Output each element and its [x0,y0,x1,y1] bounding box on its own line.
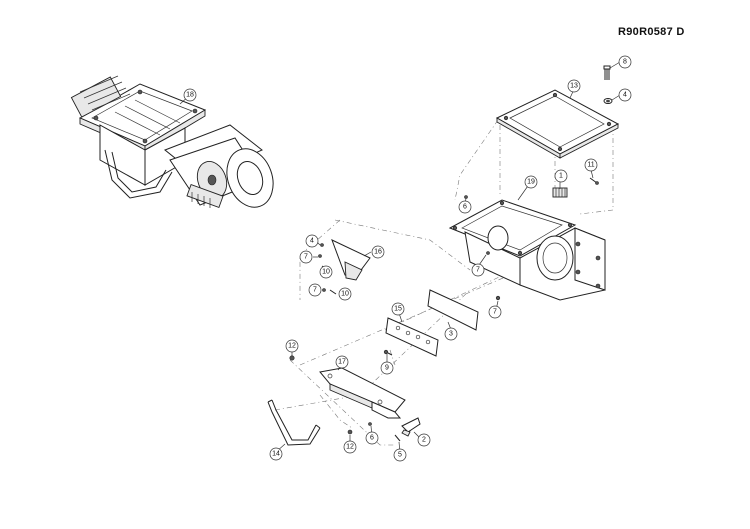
callout-6-b: 6 [365,431,379,445]
svg-text:7: 7 [476,267,480,274]
callout-11: 11 [584,158,598,172]
callout-7-b: 7 [308,283,322,297]
assembled-unit-view [70,75,274,209]
flange-plate-part [495,89,620,159]
svg-text:16: 16 [374,249,382,256]
callout-3: 3 [444,327,458,341]
callout-9: 9 [380,361,394,375]
svg-text:12: 12 [346,444,354,451]
bolt-part [603,65,613,104]
svg-text:17: 17 [338,359,346,366]
callout-4: 4 [618,88,632,102]
callout-6: 6 [458,200,472,214]
svg-text:12: 12 [288,343,296,350]
svg-text:18: 18 [186,92,194,99]
svg-text:2: 2 [422,437,426,444]
gasket-plate-part [427,289,479,331]
svg-text:14: 14 [272,451,280,458]
svg-text:10: 10 [322,269,330,276]
callout-10-a: 10 [319,265,333,279]
svg-text:13: 13 [570,83,578,90]
small-hardware [289,195,501,442]
callout-10-b: 10 [338,287,352,301]
svg-text:7: 7 [493,309,497,316]
svg-text:8: 8 [623,59,627,66]
hole-bar-part [385,317,439,357]
drawing-number: R90R0587 D [618,26,685,38]
svg-text:3: 3 [449,331,453,338]
svg-text:5: 5 [398,452,402,459]
svg-text:4: 4 [310,238,314,245]
callout-5: 5 [393,448,407,462]
callout-17: 17 [335,355,349,369]
callout-16: 16 [371,245,385,259]
svg-text:11: 11 [587,162,594,169]
callout-8: 8 [618,55,632,69]
svg-text:10: 10 [341,291,349,298]
svg-text:7: 7 [313,287,317,294]
cover-plate-part [331,239,371,281]
svg-text:6: 6 [370,435,374,442]
callout-7-a: 7 [299,250,313,264]
foot-bracket-part [267,399,321,446]
callout-19: 19 [524,175,538,189]
callout-12-b: 12 [343,440,357,454]
svg-text:6: 6 [463,204,467,211]
callout-4-left: 4 [305,234,319,248]
callout-7-c: 7 [471,263,485,277]
callout-7-d: 7 [488,305,502,319]
callout-1: 1 [554,169,568,183]
svg-text:1: 1 [559,173,563,180]
callout-13: 13 [567,79,581,93]
callout-2: 2 [417,433,431,447]
callout-15: 15 [391,302,405,316]
clip-part [401,417,421,437]
svg-text:19: 19 [527,179,535,186]
callout-14: 14 [269,447,283,461]
callout-12-a: 12 [285,339,299,353]
main-housing-part [448,199,606,301]
svg-text:7: 7 [304,254,308,261]
connector-part [552,187,568,198]
callout-18: 18 [183,88,197,102]
svg-text:4: 4 [623,92,627,99]
svg-text:15: 15 [394,306,402,313]
screw-part [589,177,599,185]
base-bracket-part [319,367,406,419]
svg-text:9: 9 [385,365,389,372]
